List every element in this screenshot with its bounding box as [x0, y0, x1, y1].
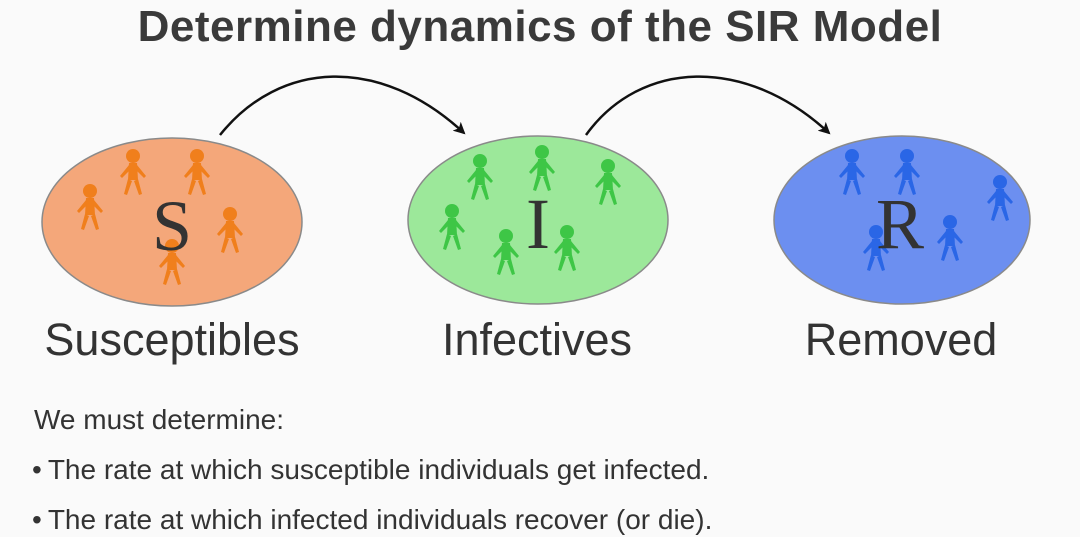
- susceptibles-ellipse: [41, 137, 303, 307]
- infectives-label: Infectives: [441, 314, 633, 365]
- bullet-text: The rate at which infected individuals r…: [47, 504, 713, 535]
- susceptibles-letter: S: [152, 186, 192, 266]
- bullet-dot: •: [32, 504, 42, 535]
- intro-text: We must determine:: [34, 404, 285, 435]
- removed-label: Removed: [804, 314, 998, 365]
- arrow-i-to-r: [584, 75, 831, 136]
- arrow-s-to-i: [219, 75, 466, 136]
- bullet-item: •The rate at which infected individuals …: [32, 504, 712, 536]
- compartment-removed: R: [773, 135, 1031, 305]
- bullet-item: •The rate at which susceptible individua…: [32, 454, 709, 486]
- removed-ellipse: [773, 135, 1031, 305]
- slide-title: Determine dynamics of the SIR Model: [137, 2, 943, 51]
- compartment-susceptibles: S: [41, 137, 303, 307]
- compartment-infectives: I: [407, 135, 669, 305]
- bullet-text: The rate at which susceptible individual…: [47, 454, 710, 485]
- infectives-letter: I: [526, 184, 550, 264]
- removed-letter: R: [876, 184, 924, 264]
- bullet-dot: •: [32, 454, 42, 485]
- susceptibles-label: Susceptibles: [44, 314, 300, 365]
